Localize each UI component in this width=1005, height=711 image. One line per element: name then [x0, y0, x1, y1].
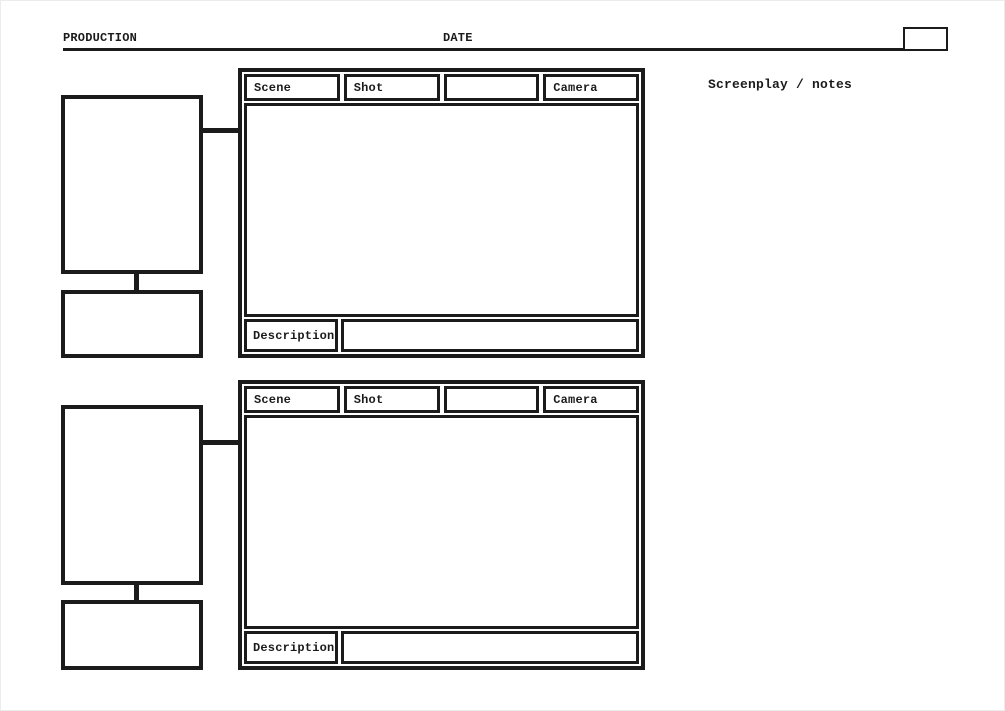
frame-header-row: Scene Shot Camera [244, 74, 639, 101]
description-value-cell[interactable] [341, 631, 639, 664]
frame-header-row: Scene Shot Camera [244, 386, 639, 413]
camera-label: Camera [553, 392, 598, 407]
blank-header-cell[interactable] [443, 386, 540, 413]
horizontal-connector-line [201, 440, 239, 445]
date-label: DATE [443, 31, 473, 45]
panel-box-large[interactable] [61, 405, 203, 585]
frame-drawing-area[interactable] [244, 415, 639, 629]
blank-header-cell[interactable] [443, 74, 540, 101]
panel-box-large[interactable] [61, 95, 203, 274]
panel-box-small[interactable] [61, 290, 203, 358]
scene-cell[interactable]: Scene [244, 74, 340, 101]
production-label: PRODUCTION [63, 31, 138, 45]
frame-drawing-area[interactable] [244, 103, 639, 317]
shot-label: Shot [353, 80, 384, 95]
shot-label: Shot [353, 392, 384, 407]
storyboard-frame: Scene Shot Camera Description [238, 380, 645, 670]
description-label-cell: Description [244, 631, 338, 664]
camera-cell[interactable]: Camera [543, 74, 639, 101]
screenplay-notes-label: Screenplay / notes [708, 77, 853, 92]
description-row: Description [244, 631, 639, 664]
description-label-cell: Description [244, 319, 338, 352]
scene-label: Scene [254, 392, 292, 407]
shot-cell[interactable]: Shot [343, 74, 440, 101]
scene-label: Scene [254, 80, 292, 95]
description-value-cell[interactable] [341, 319, 639, 352]
description-label: Description [253, 640, 335, 655]
vertical-connector-line [134, 271, 139, 292]
camera-cell[interactable]: Camera [543, 386, 639, 413]
panel-box-small[interactable] [61, 600, 203, 670]
page-number-box[interactable] [903, 27, 948, 51]
description-label: Description [253, 328, 335, 343]
storyboard-frame: Scene Shot Camera Description [238, 68, 645, 358]
header-fill-in-rule[interactable] [63, 48, 903, 51]
vertical-connector-line [134, 582, 139, 602]
camera-label: Camera [553, 80, 598, 95]
description-row: Description [244, 319, 639, 352]
shot-cell[interactable]: Shot [343, 386, 440, 413]
scene-cell[interactable]: Scene [244, 386, 340, 413]
horizontal-connector-line [201, 128, 239, 133]
